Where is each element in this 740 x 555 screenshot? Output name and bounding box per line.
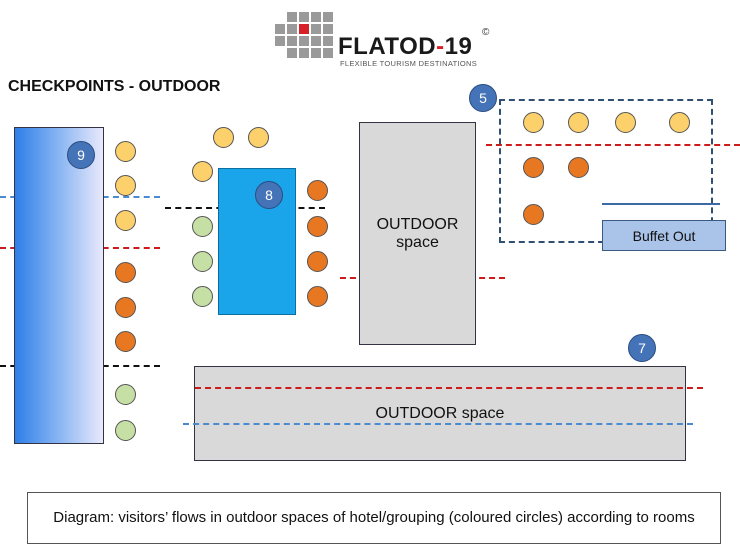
page-title: CHECKPOINTS - OUTDOOR bbox=[8, 78, 221, 95]
visitor-circle-green bbox=[192, 286, 213, 307]
visitor-circle-yellow bbox=[115, 210, 136, 231]
visitor-circle-yellow bbox=[192, 161, 213, 182]
brand-name: FLATOD-19 bbox=[338, 33, 473, 60]
visitor-circle-green bbox=[115, 420, 136, 441]
visitor-circle-green bbox=[192, 251, 213, 272]
visitor-circle-orange bbox=[568, 157, 589, 178]
visitor-circle-orange bbox=[307, 286, 328, 307]
outdoor-label-line2: space bbox=[396, 233, 439, 251]
visitor-circle-yellow bbox=[115, 141, 136, 162]
checkpoint-8-badge: 8 bbox=[255, 181, 283, 209]
flow-line-blue bbox=[183, 423, 693, 425]
visitor-circle-yellow bbox=[248, 127, 269, 148]
checkpoint-9-badge: 9 bbox=[67, 141, 95, 169]
flow-line-red bbox=[195, 387, 703, 389]
diagram-caption: Diagram: visitors’ flows in outdoor spac… bbox=[27, 492, 721, 544]
visitor-circle-orange bbox=[307, 251, 328, 272]
brand-tagline: FLEXIBLE TOURISM DESTINATIONS bbox=[340, 59, 478, 68]
visitor-circle-yellow bbox=[115, 175, 136, 196]
room-table-9 bbox=[14, 127, 104, 444]
buffet-counter-line bbox=[602, 203, 720, 205]
outdoor-horizontal-label: OUTDOOR space bbox=[375, 404, 505, 422]
visitor-circle-orange bbox=[523, 204, 544, 225]
buffet-out-box: Buffet Out bbox=[602, 220, 726, 251]
visitor-circle-yellow bbox=[213, 127, 234, 148]
visitor-circle-orange bbox=[115, 297, 136, 318]
visitor-circle-yellow bbox=[669, 112, 690, 133]
copyright-mark: © bbox=[482, 27, 490, 38]
visitor-circle-orange bbox=[307, 216, 328, 237]
visitor-circle-green bbox=[115, 384, 136, 405]
visitor-circle-orange bbox=[115, 331, 136, 352]
visitor-circle-orange bbox=[115, 262, 136, 283]
visitor-circle-orange bbox=[523, 157, 544, 178]
flow-line-red bbox=[486, 144, 740, 146]
checkpoint-7-badge: 7 bbox=[628, 334, 656, 362]
visitor-circle-yellow bbox=[523, 112, 544, 133]
visitor-circle-yellow bbox=[568, 112, 589, 133]
outdoor-space-horizontal: OUTDOOR space bbox=[194, 366, 686, 461]
visitor-circle-orange bbox=[307, 180, 328, 201]
visitor-circle-yellow bbox=[615, 112, 636, 133]
visitor-circle-green bbox=[192, 216, 213, 237]
outdoor-label-line1: OUTDOOR bbox=[376, 215, 459, 233]
checkpoint-5-badge: 5 bbox=[469, 84, 497, 112]
